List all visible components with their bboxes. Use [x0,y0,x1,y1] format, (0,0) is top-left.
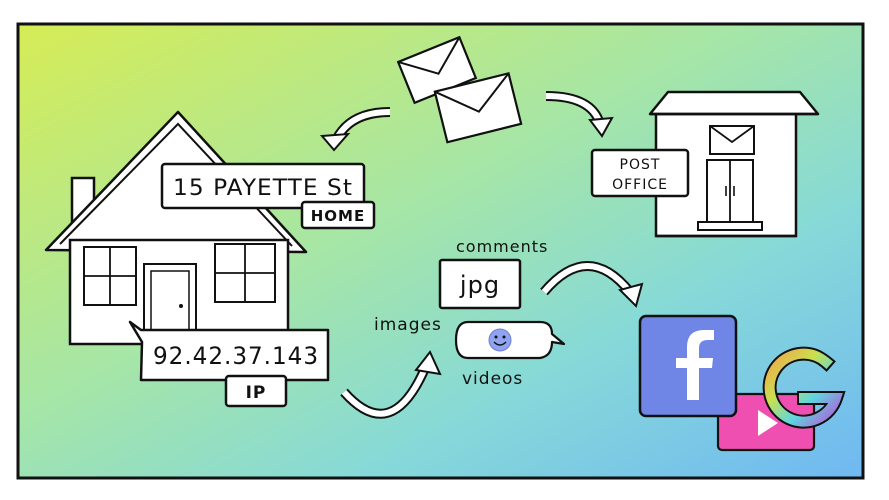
videos-label: videos [462,369,523,389]
house-window-left [84,247,136,305]
street-address-text: 15 PAYETTE St [173,176,353,201]
ip-tag-text: IP [246,383,267,403]
comments-label: comments [456,237,548,256]
ip-address-bubble: 92.42.37.143 [130,322,328,380]
ip-tag: IP [226,376,286,406]
post-office-label-line2: OFFICE [612,177,668,193]
ip-address-text: 92.42.37.143 [153,342,319,370]
jpg-label: jpg [459,271,500,299]
post-office-door [698,160,762,230]
home-tag-text: HOME [311,207,365,225]
facebook-icon [640,316,736,416]
post-office-label-line1: POST [620,157,661,173]
post-office-sign: POST OFFICE [592,150,688,196]
house-window-right [215,244,275,302]
images-label: images [374,315,442,335]
post-office-envelope-icon [710,126,754,154]
home-tag: HOME [302,202,374,228]
jpg-file-card: jpg [440,260,520,308]
video-comment-bubble [456,322,564,358]
smiley-icon [489,329,511,351]
